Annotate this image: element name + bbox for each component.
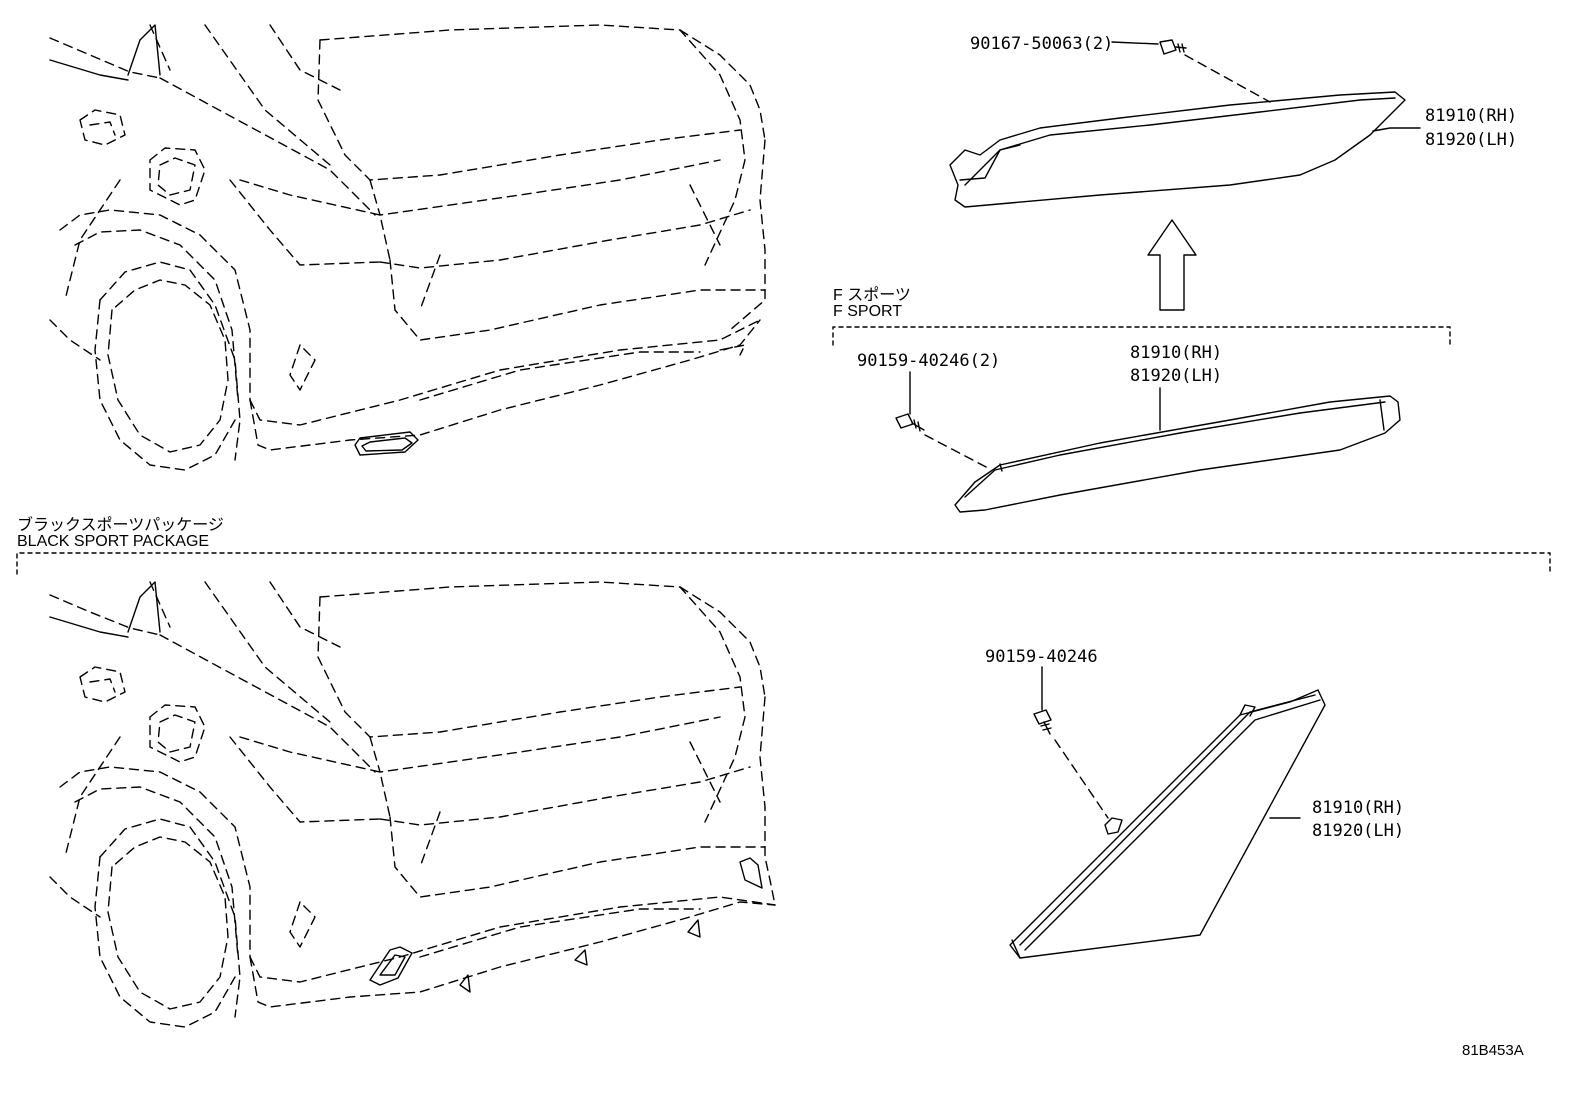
vehicle-rear-view-bottom xyxy=(49,581,776,1028)
part-number-reflector-fsport-lh: 81920(LH) xyxy=(1130,366,1223,386)
part-number-reflector-top-rh: 81910(RH) xyxy=(1425,106,1518,126)
part-number-reflector-bottom-rh: 81910(RH) xyxy=(1312,798,1405,818)
vehicle-rear-view-top xyxy=(49,24,766,471)
assembly-line-bolt-bottom xyxy=(1054,739,1109,819)
reflector-fsport xyxy=(954,395,1401,513)
part-number-reflector-bottom-lh: 81920(LH) xyxy=(1312,821,1405,841)
part-number-reflector-top-lh: 81920(LH) xyxy=(1425,130,1518,150)
part-number-reflector-fsport-rh: 81910(RH) xyxy=(1130,343,1223,363)
package-bracket xyxy=(16,552,1551,575)
up-arrow-icon xyxy=(1147,219,1197,311)
bolt-90167-50063 xyxy=(1159,39,1187,55)
part-number-bolt-fsport: 90159-40246(2) xyxy=(857,351,1001,371)
fsport-label-jp: F スポーツ xyxy=(833,287,911,304)
fsport-label-en: F SPORT xyxy=(833,303,903,320)
figure-code: 81B453A xyxy=(1462,1042,1524,1059)
leader-bolt-top xyxy=(1111,41,1159,45)
part-number-bolt-bottom: 90159-40246 xyxy=(985,647,1098,667)
bolt-90159-40246-bottom xyxy=(1033,709,1052,735)
assembly-line-bolt-fsport xyxy=(924,434,989,469)
assembly-line-bolt-top xyxy=(1184,54,1271,103)
reflector-standard xyxy=(949,91,1406,208)
reflector-black-sport xyxy=(1009,689,1326,959)
leader-reflector-top xyxy=(1372,127,1421,132)
package-label-jp: ブラックスポーツパッケージ xyxy=(17,517,224,534)
bolt-90159-40246-fsport xyxy=(895,413,925,432)
package-label-en: BLACK SPORT PACKAGE xyxy=(17,533,210,550)
part-number-bolt-top: 90167-50063(2) xyxy=(970,34,1114,54)
fsport-bracket xyxy=(832,326,1451,346)
